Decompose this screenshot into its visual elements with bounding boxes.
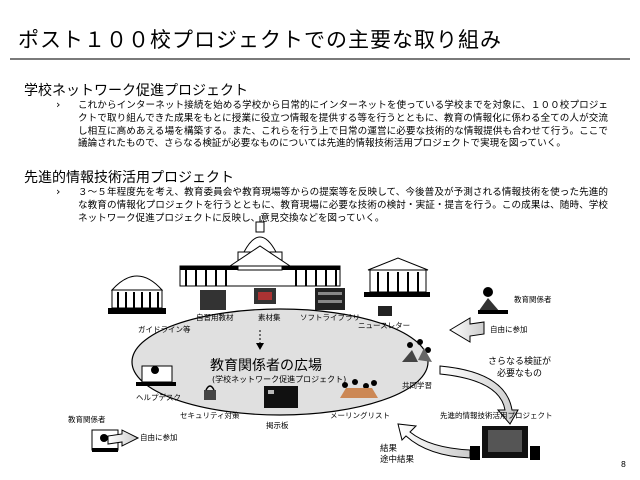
arrow-icon	[439, 365, 519, 425]
computer-icon	[470, 426, 540, 460]
page-number: 8	[620, 460, 626, 469]
library-building-icon	[108, 275, 166, 314]
label-verify: さらなる検証が 必要なもの	[488, 357, 552, 379]
arrow-icon	[397, 423, 471, 459]
capitol-icon	[179, 216, 341, 287]
helpdesk-icon	[136, 365, 176, 386]
collab-icon	[402, 339, 432, 362]
section1-text: これからインターネット接続を始める学校から日常的にインターネットを使っている学校…	[78, 100, 608, 150]
slide-title: ポスト１００校プロジェクトでの主要な取り組み	[18, 28, 502, 52]
news-building-icon	[364, 257, 430, 316]
label-helpdesk: ヘルプデスク	[136, 393, 181, 402]
arrow-icon	[107, 317, 485, 447]
label-security: セキュリティ対策	[180, 411, 240, 420]
label-materials: 自習用教材	[196, 313, 234, 322]
mailing-list-icon	[340, 379, 378, 398]
section2-text: ３～５年程度先を考え、教育委員会や教育現場等からの提案等を反映して、今後普及が予…	[78, 187, 608, 224]
bulletin-board-icon	[264, 386, 298, 408]
bullet-icon: ›	[56, 98, 61, 111]
plaza-title: 教育関係者の広場	[210, 358, 322, 374]
section2-heading: 先進的情報技術活用プロジェクト	[24, 170, 234, 186]
label-collab: 共同学習	[402, 381, 432, 390]
label-join-tr: 自由に参加	[490, 325, 528, 334]
label-mailinglist: メーリングリスト	[330, 411, 390, 420]
label-result: 結果 途中結果	[380, 444, 415, 465]
label-stakeholders-tr: 教育関係者	[514, 295, 552, 304]
label-guideline: ガイドライン等	[138, 325, 191, 334]
plaza-subtitle: (学校ネットワーク促進プロジェクト)	[212, 375, 347, 384]
label-software: ソフトライブラリ	[300, 313, 360, 322]
title-bar	[10, 8, 630, 60]
books-icon	[200, 288, 345, 310]
bullet-icon: ›	[56, 185, 61, 198]
label-newsletter: ニュースレター	[358, 321, 411, 330]
person-icon	[478, 287, 508, 314]
label-sozai: 素材集	[258, 313, 281, 322]
label-bbs: 掲示板	[266, 421, 289, 430]
label-stakeholders-bl: 教育関係者	[68, 415, 106, 424]
section1-heading: 学校ネットワーク促進プロジェクト	[24, 83, 248, 99]
lock-icon	[204, 385, 216, 400]
label-join-bl: 自由に参加	[140, 433, 178, 442]
label-advanced: 先進的情報技術活用プロジェクト	[440, 411, 553, 420]
